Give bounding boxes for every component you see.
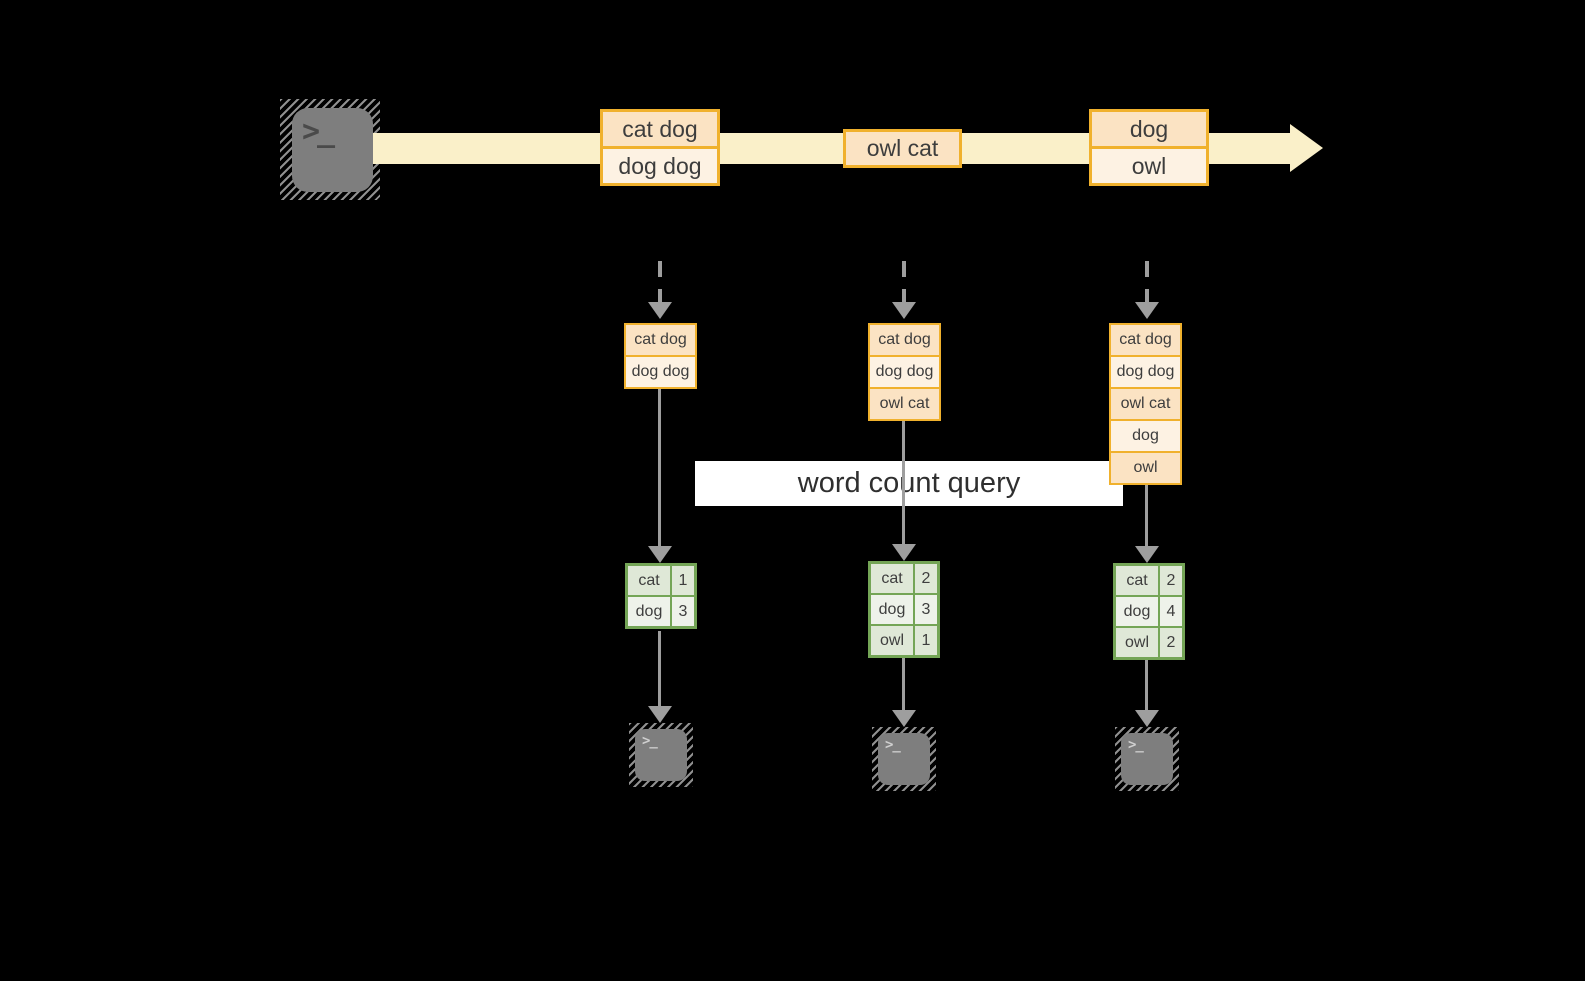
query-arrow-2 (902, 421, 905, 544)
batch-line: owl cat (846, 132, 959, 165)
table-word-cell: cat (628, 566, 670, 595)
terminal-prompt-glyph: >_ (885, 737, 901, 753)
table-count-cell: 4 (1160, 597, 1182, 626)
table-word-cell: dog (1116, 597, 1158, 626)
stack-line: dog (1111, 419, 1180, 451)
microbatch-dashed-arrow-1 (658, 261, 662, 303)
table-count-cell: 1 (915, 626, 937, 655)
result-terminal-icon-1: >_ (629, 723, 693, 787)
arrowhead-icon (892, 544, 916, 561)
table-word-cell: owl (1116, 628, 1158, 657)
stack-line: cat dog (1111, 325, 1180, 355)
word-count-table-1: cat 1 dog 3 (625, 563, 697, 629)
stack-line: owl cat (870, 387, 939, 419)
stream-batch-2: owl cat (843, 129, 962, 168)
stream-batch-1: cat dog dog dog (600, 109, 720, 186)
table-word-cell: dog (628, 597, 670, 626)
stream-batch-3: dog owl (1089, 109, 1209, 186)
batch-line: dog dog (603, 146, 717, 183)
table-word-cell: dog (871, 595, 913, 624)
terminal-body: >_ (635, 729, 687, 781)
stack-line: dog dog (626, 355, 695, 387)
table-count-cell: 1 (672, 566, 694, 595)
batch-line: cat dog (603, 112, 717, 146)
source-terminal-icon: >_ (292, 108, 373, 192)
terminal-body: >_ (1121, 733, 1173, 785)
stack-line: cat dog (626, 325, 695, 355)
accumulated-stack-3: cat dog dog dog owl cat dog owl (1109, 323, 1182, 485)
table-count-cell: 2 (1160, 566, 1182, 595)
result-terminal-icon-3: >_ (1115, 727, 1179, 791)
table-word-cell: cat (871, 564, 913, 593)
microbatch-dashed-arrow-3 (1145, 261, 1149, 303)
result-arrow-2 (902, 658, 905, 710)
stack-line: owl (1111, 451, 1180, 483)
arrowhead-icon (892, 302, 916, 319)
terminal-prompt-glyph: >_ (1128, 737, 1144, 753)
terminal-prompt-glyph: >_ (302, 114, 335, 149)
stream-arrowhead-icon (1290, 124, 1323, 172)
table-word-cell: owl (871, 626, 913, 655)
arrowhead-icon (1135, 302, 1159, 319)
arrowhead-icon (1135, 546, 1159, 563)
arrowhead-icon (648, 706, 672, 723)
stack-line: dog dog (870, 355, 939, 387)
table-word-cell: cat (1116, 566, 1158, 595)
word-count-table-2: cat 2 dog 3 owl 1 (868, 561, 940, 658)
stack-line: cat dog (870, 325, 939, 355)
stack-line: owl cat (1111, 387, 1180, 419)
accumulated-stack-1: cat dog dog dog (624, 323, 697, 389)
arrowhead-icon (648, 302, 672, 319)
table-count-cell: 2 (915, 564, 937, 593)
terminal-prompt-glyph: >_ (642, 733, 658, 749)
query-arrow-1 (658, 389, 661, 546)
accumulated-stack-2: cat dog dog dog owl cat (868, 323, 941, 421)
stack-line: dog dog (1111, 355, 1180, 387)
result-arrow-1 (658, 631, 661, 706)
result-terminal-icon-2: >_ (872, 727, 936, 791)
arrowhead-icon (648, 546, 672, 563)
batch-line: owl (1092, 146, 1206, 183)
result-arrow-3 (1145, 660, 1148, 710)
word-count-query-label: word count query (695, 461, 1123, 506)
terminal-body: >_ (878, 733, 930, 785)
table-count-cell: 3 (672, 597, 694, 626)
query-arrow-3 (1145, 485, 1148, 546)
arrowhead-icon (1135, 710, 1159, 727)
table-count-cell: 2 (1160, 628, 1182, 657)
table-count-cell: 3 (915, 595, 937, 624)
arrowhead-icon (892, 710, 916, 727)
word-count-table-3: cat 2 dog 4 owl 2 (1113, 563, 1185, 660)
batch-line: dog (1092, 112, 1206, 146)
microbatch-dashed-arrow-2 (902, 261, 906, 303)
